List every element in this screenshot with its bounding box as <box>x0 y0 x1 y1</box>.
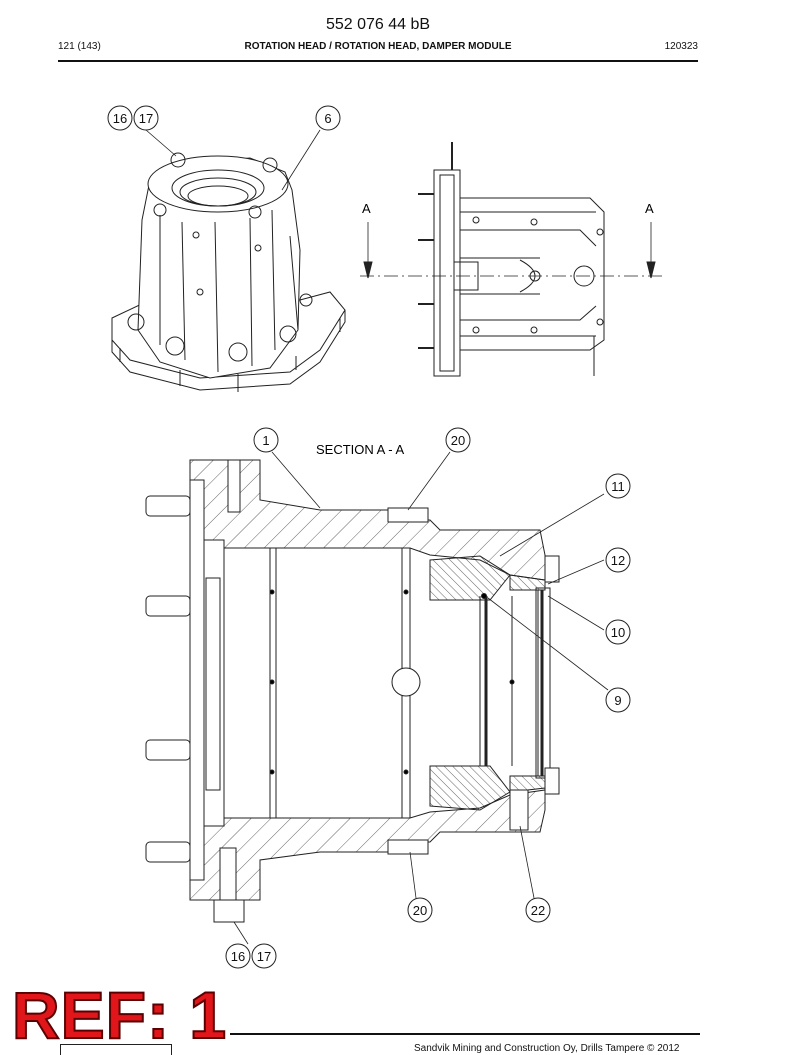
callout-17-bottom-label: 17 <box>257 949 271 964</box>
callout-11-label: 11 <box>611 479 625 494</box>
callout-17-top <box>133 105 159 131</box>
callout-10 <box>605 619 631 645</box>
callout-22 <box>525 897 551 923</box>
document-code: 120323 <box>664 41 698 52</box>
callout-20-top <box>445 427 471 453</box>
callout-6-label: 6 <box>324 111 331 126</box>
isometric-view <box>111 129 346 392</box>
header-rule <box>58 60 698 62</box>
callout-16-bottom <box>225 943 251 969</box>
callout-20-top-label: 20 <box>451 433 465 448</box>
callout-1 <box>253 427 279 453</box>
company-logo <box>60 1044 172 1055</box>
callout-12 <box>605 547 631 573</box>
callout-9-label: 9 <box>614 693 621 708</box>
page-number: 121 (143) <box>58 41 101 52</box>
document-number: 552 076 44 bB <box>325 16 431 33</box>
callout-17-bottom <box>251 943 277 969</box>
callout-20-bottom <box>407 897 433 923</box>
section-title: SECTION A - A <box>316 442 404 457</box>
section-view <box>145 459 560 923</box>
cut-label-left: A <box>362 201 371 216</box>
callout-22-label: 22 <box>531 903 545 918</box>
footer-rule <box>230 1033 700 1035</box>
side-view <box>360 142 662 377</box>
cut-label-right: A <box>645 201 654 216</box>
callout-10-label: 10 <box>611 625 625 640</box>
callout-1-label: 1 <box>262 433 269 448</box>
callout-16-bottom-label: 16 <box>231 949 245 964</box>
callout-17-top-label: 17 <box>139 111 153 126</box>
callout-12-label: 12 <box>611 553 625 568</box>
page-title: ROTATION HEAD / ROTATION HEAD, DAMPER MO… <box>244 41 512 52</box>
callout-9 <box>605 687 631 713</box>
callout-6 <box>315 105 341 131</box>
callout-20-bottom-label: 20 <box>413 903 427 918</box>
callout-leaders <box>233 451 609 945</box>
footer-copyright: Sandvik Mining and Construction Oy, Dril… <box>414 1043 680 1054</box>
callout-16-top-label: 16 <box>113 111 127 126</box>
ref-stamp: REF: 1 <box>11 978 228 1052</box>
callout-16-top <box>107 105 133 131</box>
callout-11 <box>605 473 631 499</box>
